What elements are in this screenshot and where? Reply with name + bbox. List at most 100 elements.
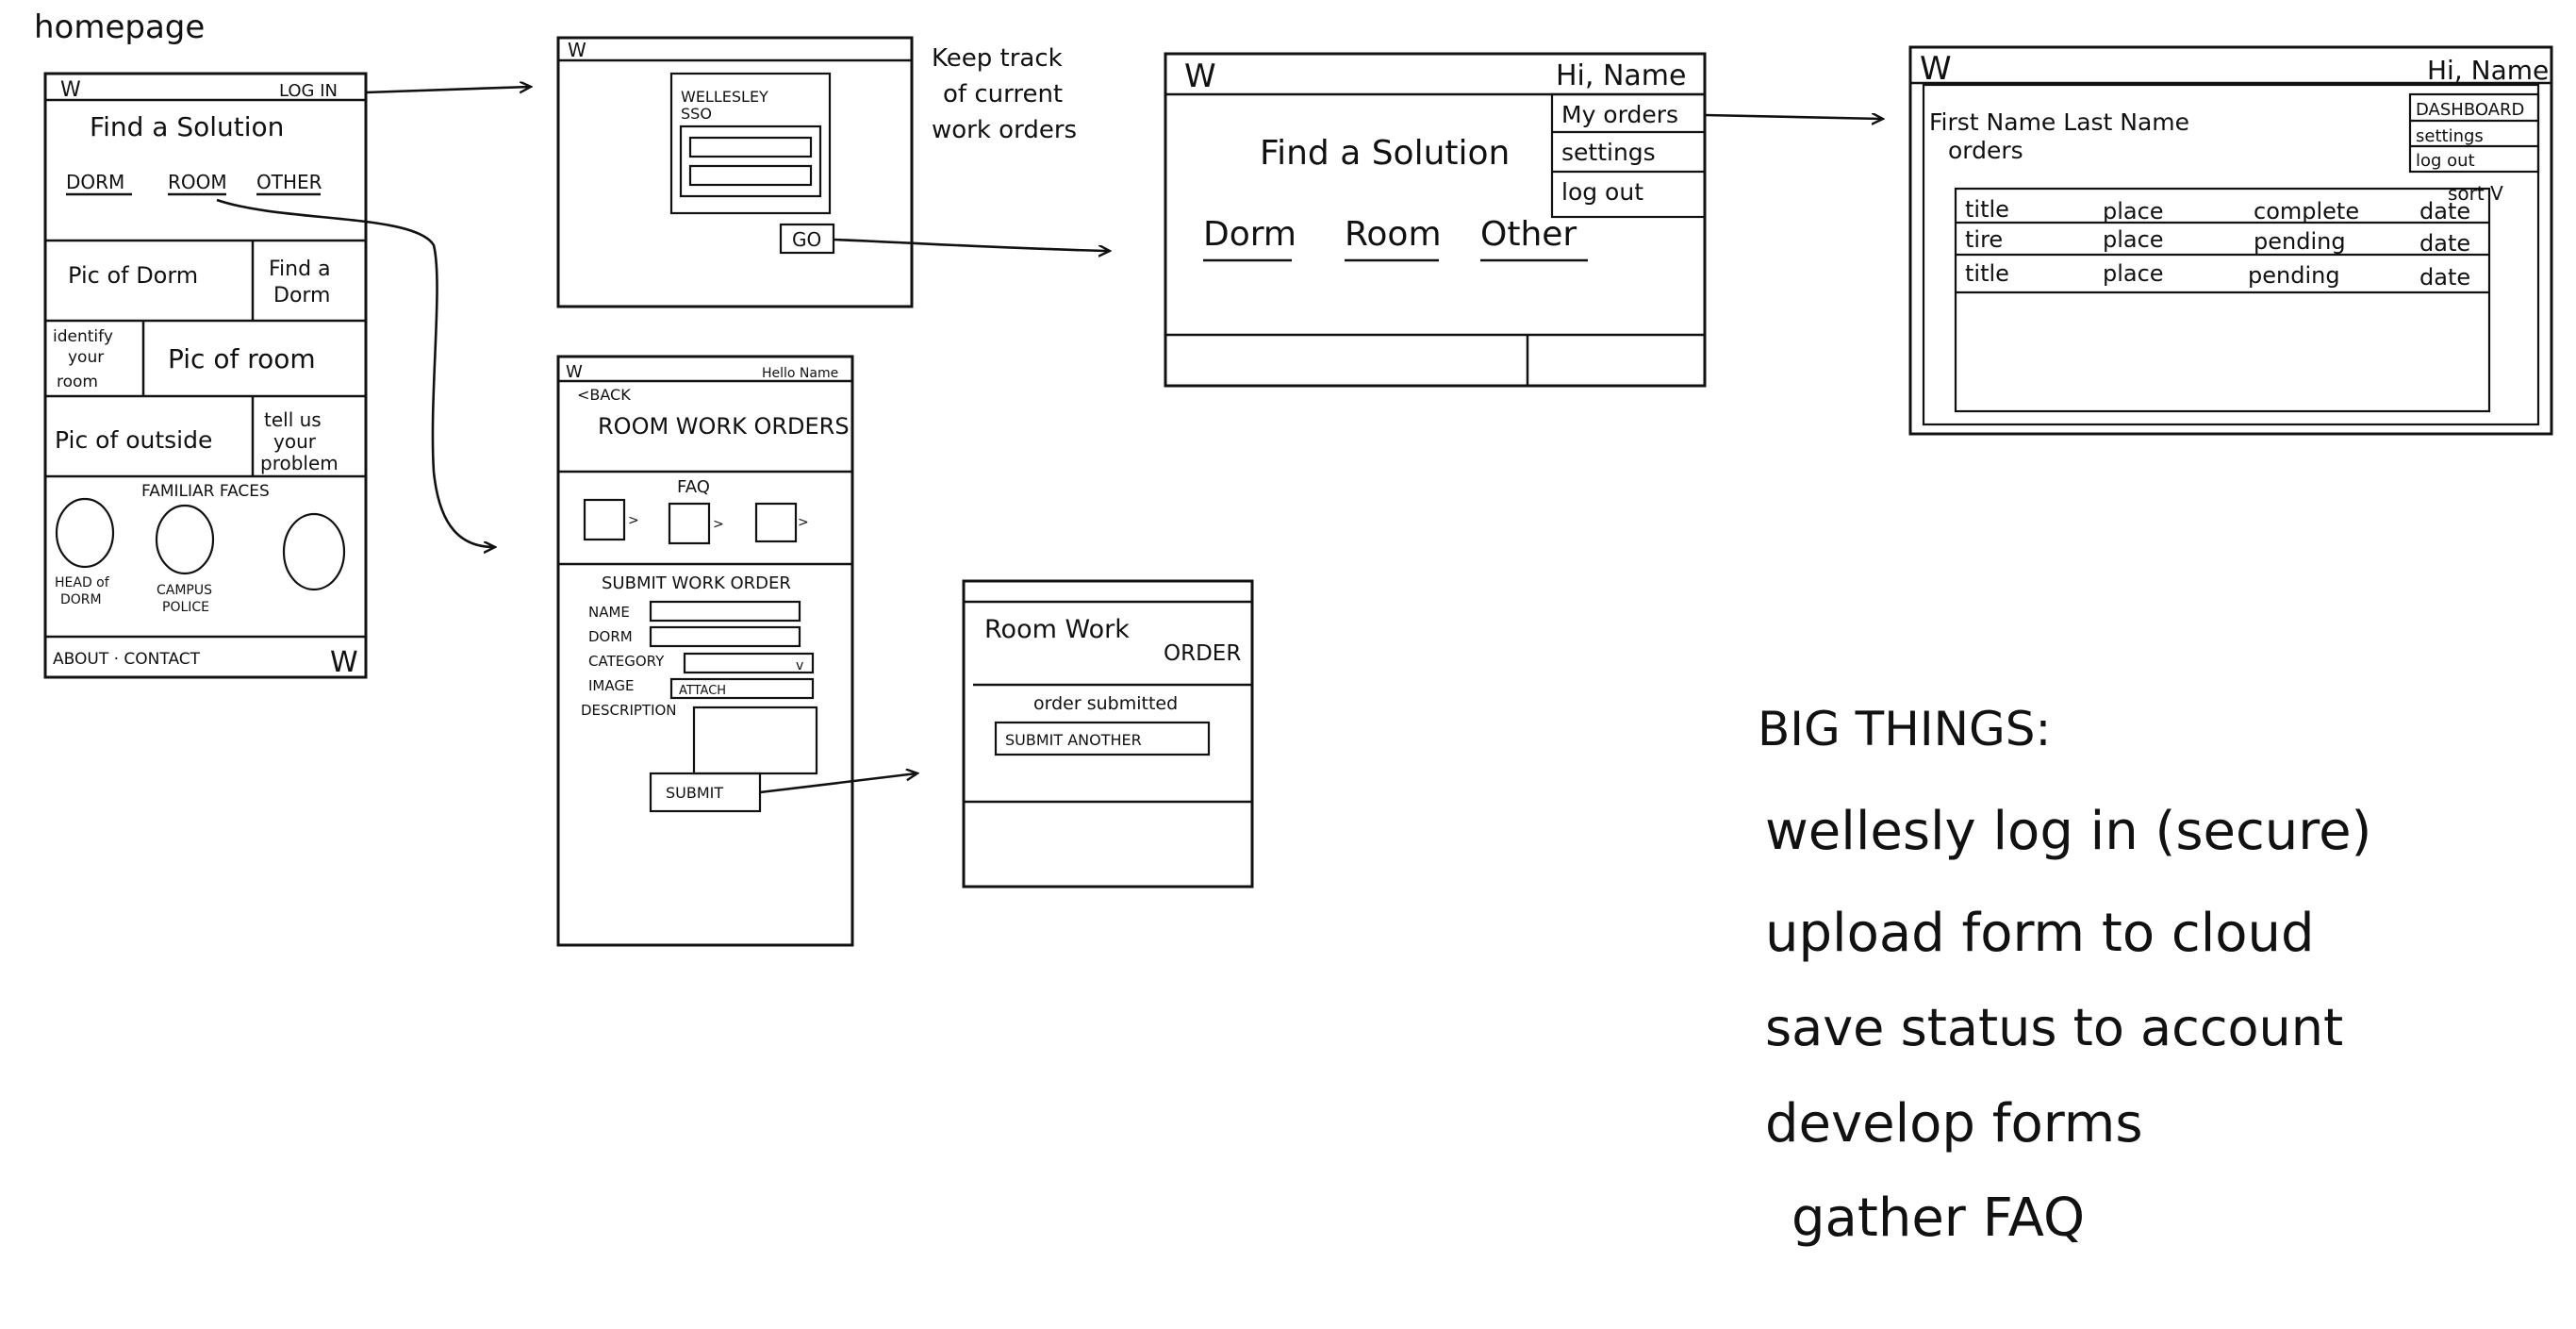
faq-title: FAQ bbox=[677, 477, 710, 497]
avatar[interactable] bbox=[282, 512, 346, 591]
tile-identify-room-line3[interactable]: room bbox=[57, 373, 98, 391]
chevron-right-icon: > bbox=[628, 513, 639, 528]
orders-inner-frame bbox=[1922, 83, 2540, 426]
arrow-submit-to-confirmation bbox=[759, 773, 916, 794]
category-select[interactable] bbox=[683, 652, 815, 674]
tile-pic-room[interactable]: Pic of room bbox=[168, 343, 316, 374]
w-logo-icon: W bbox=[1920, 50, 1952, 88]
label-name: NAME bbox=[588, 604, 630, 621]
homepage-footer-links[interactable]: ABOUT · CONTACT bbox=[53, 650, 201, 669]
tile-find-dorm-line2[interactable]: Dorm bbox=[273, 284, 331, 307]
big-things-notes: BIG THINGS: wellesly log in (secure) upl… bbox=[1758, 702, 2371, 1249]
homepage-nav-other[interactable]: OTHER bbox=[256, 171, 322, 193]
cell-date: date bbox=[2419, 230, 2470, 257]
arrow-room-to-form bbox=[216, 198, 494, 547]
w-logo-icon: W bbox=[566, 362, 583, 382]
homepage-nav-room[interactable]: ROOM bbox=[168, 171, 227, 193]
cell-date: date bbox=[2419, 264, 2470, 291]
big-things-item: develop forms bbox=[1765, 1093, 2143, 1155]
chevron-right-icon: > bbox=[798, 515, 809, 530]
homepage-headline: Find a Solution bbox=[90, 111, 284, 142]
go-button-label: GO bbox=[792, 228, 821, 251]
faq-card[interactable] bbox=[668, 502, 711, 545]
sort-dropdown[interactable]: sort V bbox=[2448, 182, 2503, 205]
tile-identify-room-line1[interactable]: identify bbox=[53, 327, 113, 346]
homepage-login-link[interactable]: LOG IN bbox=[279, 81, 338, 101]
username-field[interactable] bbox=[688, 136, 813, 158]
avatar[interactable] bbox=[55, 497, 115, 569]
orders-frame bbox=[1908, 45, 2553, 436]
orders-greeting[interactable]: Hi, Name bbox=[2427, 55, 2549, 86]
dashboard-greeting[interactable]: Hi, Name bbox=[1556, 59, 1686, 92]
sso-title-line2: SSO bbox=[681, 105, 712, 123]
room-form-frame bbox=[556, 355, 854, 947]
tile-tell-problem-line2[interactable]: your bbox=[273, 430, 317, 453]
room-form-greeting[interactable]: Hello Name bbox=[762, 366, 838, 381]
faq-card[interactable] bbox=[754, 502, 798, 543]
room-form-title: ROOM WORK ORDERS bbox=[598, 413, 850, 440]
arrow-go-to-dashboard bbox=[833, 238, 1109, 251]
dashboard-nav-other[interactable]: Other bbox=[1480, 215, 1577, 254]
tile-identify-room-line2[interactable]: your bbox=[68, 348, 104, 367]
tile-pic-dorm[interactable]: Pic of Dorm bbox=[68, 262, 198, 289]
tile-tell-problem-line1[interactable]: tell us bbox=[264, 408, 322, 431]
sso-inputs-group bbox=[679, 125, 822, 198]
orders-table bbox=[1954, 187, 2491, 413]
big-things-item: upload form to cloud bbox=[1765, 903, 2315, 964]
chevron-down-icon: v bbox=[796, 658, 803, 673]
description-field[interactable] bbox=[692, 706, 818, 775]
cell-place: place bbox=[2103, 198, 2164, 224]
homepage-nav-dorm[interactable]: DORM bbox=[66, 171, 124, 193]
cell-title: title bbox=[1965, 260, 2009, 287]
submit-order-title: SUBMIT WORK ORDER bbox=[602, 573, 791, 593]
menu-settings[interactable]: settings bbox=[2416, 126, 2484, 146]
w-logo-icon: W bbox=[568, 39, 586, 61]
sso-title-line1: WELLESLEY bbox=[681, 88, 768, 106]
face-label-line2: POLICE bbox=[162, 600, 209, 615]
cell-title: tire bbox=[1965, 226, 2003, 253]
tile-pic-outside[interactable]: Pic of outside bbox=[55, 426, 212, 454]
orders-wireframe: W Hi, Name First Name Last Name orders D… bbox=[1908, 45, 2553, 436]
sso-panel bbox=[669, 72, 832, 215]
table-row[interactable]: title place pending date bbox=[1965, 260, 2470, 291]
homepage-caption: homepage bbox=[34, 8, 205, 46]
menu-my-orders[interactable]: My orders bbox=[1561, 101, 1678, 128]
menu-log-out[interactable]: log out bbox=[1561, 178, 1643, 206]
menu-log-out[interactable]: log out bbox=[2416, 151, 2475, 171]
big-things-item: gather FAQ bbox=[1792, 1188, 2085, 1249]
big-things-title: BIG THINGS: bbox=[1758, 702, 2051, 756]
name-field[interactable] bbox=[649, 600, 801, 623]
submit-button-label: SUBMIT bbox=[666, 784, 723, 802]
cell-status: pending bbox=[2254, 228, 2346, 255]
attach-button[interactable] bbox=[669, 677, 815, 700]
dashboard-frame bbox=[1164, 52, 1707, 388]
faq-card[interactable] bbox=[583, 498, 626, 541]
menu-settings[interactable]: settings bbox=[1561, 139, 1656, 166]
login-frame bbox=[556, 36, 914, 308]
tile-tell-problem-line3[interactable]: problem bbox=[260, 452, 339, 474]
cell-place: place bbox=[2103, 260, 2164, 287]
dorm-field[interactable] bbox=[649, 625, 801, 648]
submit-another-button[interactable] bbox=[994, 721, 1211, 756]
back-link[interactable]: <BACK bbox=[577, 386, 631, 404]
table-row[interactable]: title place complete date bbox=[1965, 196, 2470, 224]
dashboard-nav-dorm[interactable]: Dorm bbox=[1203, 215, 1296, 254]
order-submitted-message: order submitted bbox=[1033, 693, 1178, 714]
dashboard-menu bbox=[1550, 92, 1707, 219]
password-field[interactable] bbox=[688, 164, 813, 187]
label-description: DESCRIPTION bbox=[581, 702, 677, 719]
room-form-wireframe: W Hello Name <BACK ROOM WORK ORDERS FAQ … bbox=[556, 355, 854, 947]
homepage-wireframe: W LOG IN Find a Solution DORM ROOM OTHER… bbox=[43, 72, 368, 679]
confirmation-wireframe: Room Work ORDER order submitted SUBMIT A… bbox=[962, 579, 1254, 889]
avatar[interactable] bbox=[155, 504, 215, 575]
w-logo-icon: W bbox=[60, 78, 81, 102]
orders-subtitle: orders bbox=[1948, 137, 2023, 164]
tile-find-dorm-line1[interactable]: Find a bbox=[269, 257, 331, 281]
label-image: IMAGE bbox=[588, 677, 634, 694]
table-row[interactable]: tire place pending date bbox=[1965, 226, 2470, 257]
dashboard-nav-room[interactable]: Room bbox=[1345, 215, 1442, 254]
face-label-line2: DORM bbox=[60, 592, 102, 607]
menu-dashboard[interactable]: DASHBOARD bbox=[2416, 100, 2524, 120]
orders-menu bbox=[2408, 92, 2540, 174]
go-button[interactable] bbox=[779, 223, 835, 255]
